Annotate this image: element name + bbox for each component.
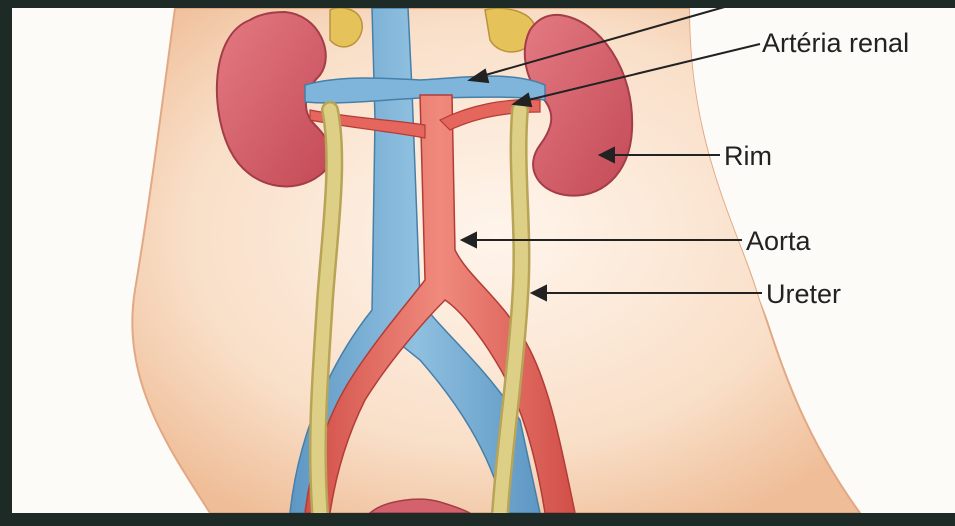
frame-bottom	[0, 513, 955, 521]
left-adrenal-gland	[330, 8, 362, 47]
label-rim: Rim	[724, 141, 772, 171]
label-ureter: Ureter	[766, 279, 841, 309]
frame-left	[0, 0, 12, 521]
label-aorta: Aorta	[746, 226, 812, 256]
frame-top	[0, 0, 955, 8]
label-arteria-renal: Artéria renal	[762, 28, 909, 58]
